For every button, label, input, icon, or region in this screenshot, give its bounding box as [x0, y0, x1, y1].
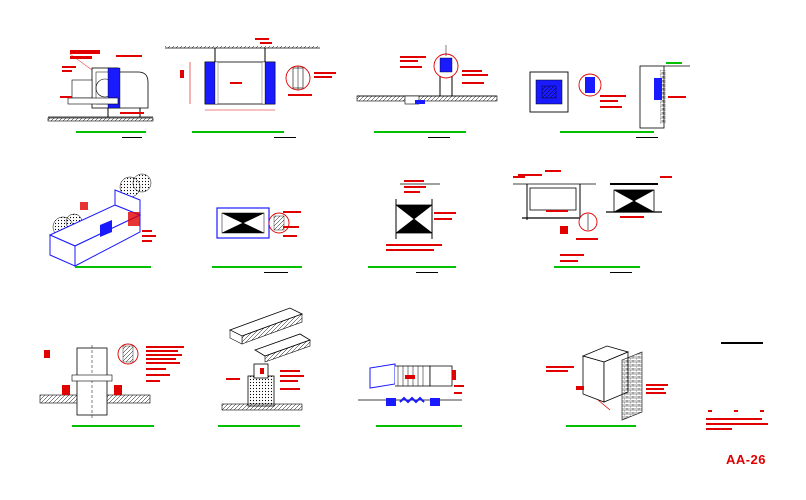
duct-icon — [216, 207, 270, 239]
detail-floor-penetration — [39, 343, 184, 427]
title-block — [706, 342, 768, 430]
duct-icon — [76, 345, 108, 418]
hanger-icon — [578, 212, 598, 232]
grille-icon — [529, 71, 569, 113]
hanger-icon — [433, 53, 459, 79]
detail-extraction-fan — [47, 50, 154, 138]
curb-icon — [247, 375, 275, 407]
wall-icon — [639, 65, 690, 129]
detail-ceiling-duct-support — [356, 45, 498, 138]
detail-wall-grille — [529, 62, 690, 138]
detail-flexible-duct-connection — [358, 363, 464, 427]
duct-icon — [48, 189, 142, 267]
detail-roof-curb-support — [218, 307, 311, 427]
detail-duct-support-elevation — [513, 170, 672, 273]
detail-duct-support — [165, 38, 336, 138]
ceiling-icon — [356, 95, 498, 102]
hanger-icon — [285, 65, 311, 91]
detail-duct-section-insulation — [212, 207, 302, 273]
detail-isometric-duct-run — [48, 173, 156, 268]
duct-icon — [581, 345, 630, 403]
sheet-number: AA-26 — [725, 452, 767, 467]
detail-wall-duct-support — [546, 345, 668, 427]
duct-icon — [395, 199, 433, 239]
detail-floor-duct-support — [368, 180, 456, 273]
wall-icon — [621, 351, 643, 421]
duct-icon — [529, 187, 577, 211]
